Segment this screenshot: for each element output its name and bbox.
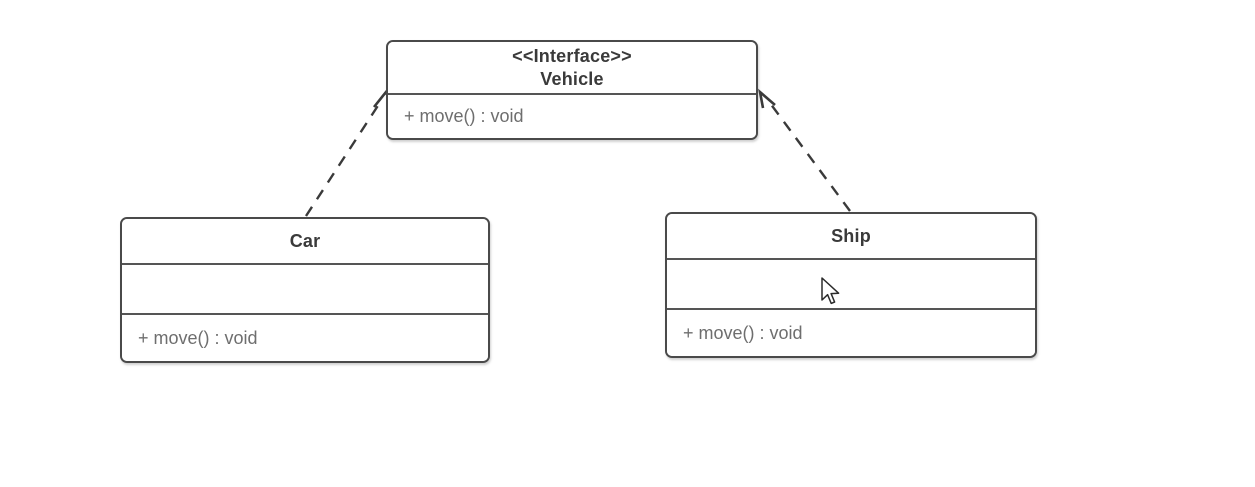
dashed-line [766,98,851,212]
class-name: Vehicle [540,68,604,89]
class-name: Ship [831,225,871,246]
dashed-line [304,100,383,217]
method-item: + move() : void [683,322,803,343]
edge-ship-realizes-vehicle [758,88,851,212]
method-item: + move() : void [404,106,524,126]
uml-class-ship[interactable]: Ship + move() : void [665,212,1037,358]
class-methods-ship: + move() : void [667,310,1035,356]
class-methods-vehicle: + move() : void [388,95,756,138]
class-header-ship: Ship [667,214,1035,260]
hollow-triangle-arrowhead-icon [758,88,776,109]
edge-car-realizes-vehicle [304,89,393,217]
class-attributes-ship [667,260,1035,310]
class-name: Car [289,230,321,251]
class-header-vehicle: <<Interface>> Vehicle [388,42,756,95]
uml-class-vehicle[interactable]: <<Interface>> Vehicle + move() : void [386,40,758,140]
class-stereotype: <<Interface>> [512,46,632,66]
class-methods-car: + move() : void [122,315,488,361]
method-item: + move() : void [138,327,258,348]
class-header-car: Car [122,219,488,265]
uml-class-car[interactable]: Car + move() : void [120,217,490,363]
class-attributes-car [122,265,488,315]
